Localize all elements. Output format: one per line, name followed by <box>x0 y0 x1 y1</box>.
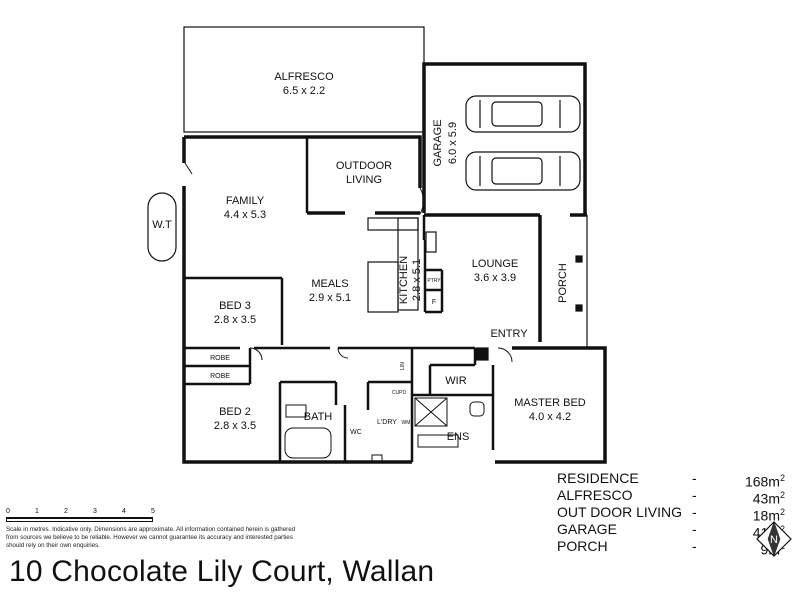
area-dash: - <box>692 504 697 520</box>
area-dash: - <box>692 521 697 537</box>
linen-label: LIN <box>400 362 406 370</box>
area-summary: RESIDENCE - 168m2 ALFRESCO - 43m2 OUT DO… <box>557 470 785 558</box>
scale-tick: 5 <box>151 508 155 515</box>
washer-label: WM <box>402 420 411 426</box>
area-label: PORCH <box>557 538 608 554</box>
wc-label: WC <box>350 429 362 436</box>
wir-label: WIR <box>445 375 466 387</box>
porch-outline <box>475 215 588 361</box>
property-address: 10 Chocolate Lily Court, Wallan <box>9 555 435 588</box>
meals-label: MEALS <box>311 278 348 290</box>
door-swings <box>184 162 513 363</box>
area-label: OUT DOOR LIVING <box>557 504 682 520</box>
scale-tick: 0 <box>6 508 10 515</box>
entry-label: ENTRY <box>490 328 528 340</box>
robe2-label: ROBE <box>210 373 230 380</box>
area-row-garage: GARAGE - 41m2 <box>557 521 785 541</box>
area-row-outdoor-living: OUT DOOR LIVING - 18m2 <box>557 504 785 524</box>
bed3-dims: 2.8 x 3.5 <box>214 314 256 326</box>
area-label: GARAGE <box>557 521 617 537</box>
bed2-label: BED 2 <box>219 406 251 418</box>
cupboard-label: CUPD <box>392 390 407 396</box>
area-value: 18m2 <box>752 507 785 524</box>
meals-dims: 2.9 x 5.1 <box>309 292 351 304</box>
exterior-walls <box>182 62 607 464</box>
master-bed-label: MASTER BED <box>514 397 586 409</box>
area-label: RESIDENCE <box>557 470 639 486</box>
car-icon <box>465 95 581 191</box>
scale-tick: 3 <box>93 508 97 515</box>
disclaimer: Scale in metres. Indicative only. Dimens… <box>6 526 296 549</box>
lounge-dims: 3.6 x 3.9 <box>474 272 516 284</box>
robe1-label: ROBE <box>210 355 230 362</box>
scale-line <box>6 517 153 522</box>
outdoor-living-label-2: LIVING <box>346 174 382 186</box>
area-row-residence: RESIDENCE - 168m2 <box>557 470 785 490</box>
area-value: 168m2 <box>744 473 785 490</box>
north-arrow-icon: N <box>756 521 792 557</box>
interior-walls <box>184 137 495 462</box>
floor-plan: ALFRESCO 6.5 x 2.2 GARAGE 6.0 x 5.9 OUTD… <box>147 26 607 464</box>
bathroom-fixtures <box>284 397 485 464</box>
area-row-alfresco: ALFRESCO - 43m2 <box>557 487 785 507</box>
bath-label: BATH <box>304 411 333 423</box>
bed2-dims: 2.8 x 3.5 <box>214 420 256 432</box>
north-letter: N <box>770 534 778 546</box>
family-dims: 4.4 x 5.3 <box>224 209 266 221</box>
garage-label: GARAGE <box>432 119 444 166</box>
alfresco-dims: 6.5 x 2.2 <box>283 85 325 97</box>
area-value: 43m2 <box>752 490 785 507</box>
family-label: FAMILY <box>226 195 265 207</box>
area-dash: - <box>692 470 697 486</box>
scale-tick: 1 <box>35 508 39 515</box>
area-dash: - <box>692 487 697 503</box>
area-label: ALFRESCO <box>557 487 633 503</box>
bed3-label: BED 3 <box>219 300 251 312</box>
water-tank <box>147 192 177 262</box>
area-dash: - <box>692 538 697 554</box>
ens-label: ENS <box>447 431 470 443</box>
laundry-label: L'DRY <box>377 419 397 426</box>
garage-dims: 6.0 x 5.9 <box>447 122 459 164</box>
area-row-porch: PORCH - 9m2 <box>557 538 785 558</box>
kitchen-dims: 2.8 x 5.1 <box>411 259 423 301</box>
outdoor-living-label-1: OUTDOOR <box>336 160 392 172</box>
alfresco-label: ALFRESCO <box>274 71 334 83</box>
water-tank-label: W.T <box>152 219 172 231</box>
fridge-label: F <box>432 299 436 306</box>
scale-ticks: 0 1 2 3 4 5 <box>6 508 166 518</box>
scale-tick: 2 <box>64 508 68 515</box>
pantry-label: PTRY <box>427 278 441 284</box>
lounge-label: LOUNGE <box>472 258 518 270</box>
scale-bar: 0 1 2 3 4 5 <box>6 508 158 522</box>
kitchen-label: KITCHEN <box>398 256 410 304</box>
scale-tick: 4 <box>122 508 126 515</box>
master-bed-dims: 4.0 x 4.2 <box>529 411 571 423</box>
kitchen-fixtures <box>367 217 437 313</box>
porch-label: PORCH <box>557 263 569 303</box>
